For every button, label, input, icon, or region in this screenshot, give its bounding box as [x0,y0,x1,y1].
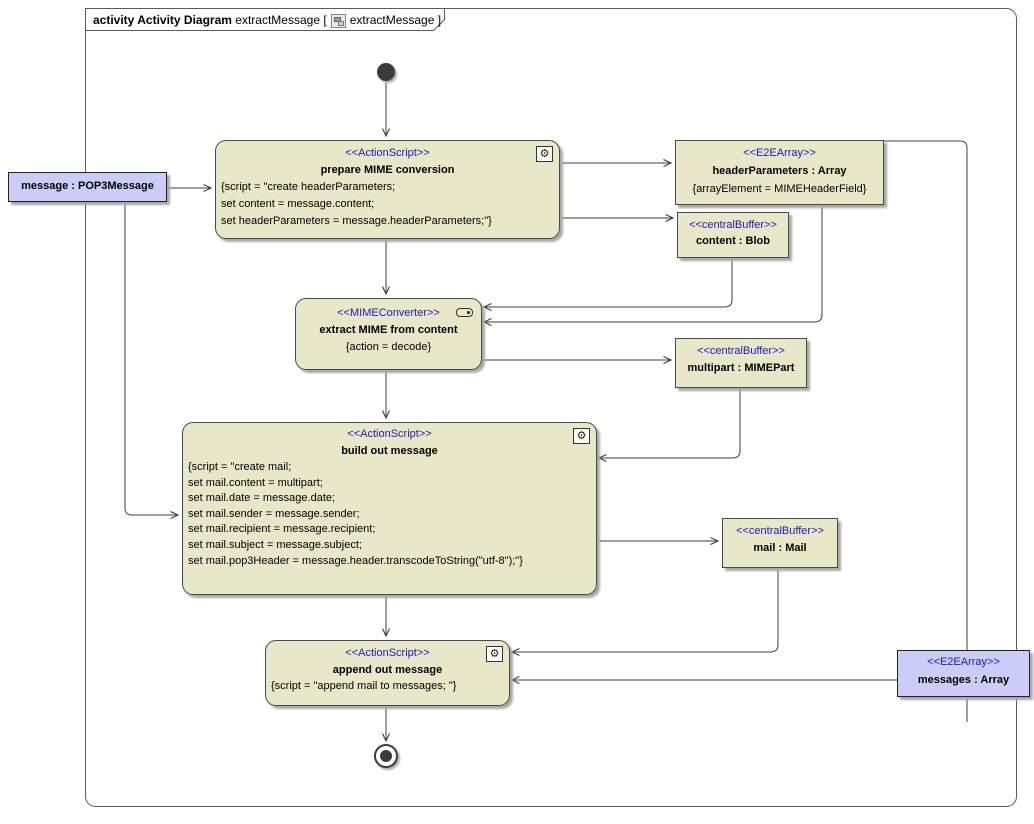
diagram-icon [330,14,346,28]
param-label: message : POP3Message [21,180,154,192]
activity-frame [85,8,1017,807]
constraint-label: {action = decode} [345,341,432,353]
script-line: set mail.date = message.date; [188,492,336,505]
gear-icon: ⚙ [486,646,503,662]
frame-ref-name: extractMessage [349,13,435,27]
action-title: prepare MIME conversion [320,164,455,176]
stereotype-label: <<MIMEConverter>> [337,307,440,319]
constraint-label: {arrayElement = MIMEHeaderField} [692,183,867,195]
frame-open-bracket: [ [323,13,327,27]
script-line: set mail.recipient = message.recipient; [188,523,376,536]
stereotype-label: <<centralBuffer>> [689,219,777,231]
action-title: append out message [332,663,443,676]
frame-title: activity Activity Diagram extractMessage… [93,11,441,29]
action-prepare-mime-conversion[interactable]: ⚙ <<ActionScript>> prepare MIME conversi… [215,140,560,239]
param-title: messages : Array [917,673,1010,686]
script-line: set mail.pop3Header = message.header.tra… [188,554,523,567]
gear-icon: ⚙ [536,146,553,162]
buffer-node-content-blob[interactable]: <<centralBuffer>> content : Blob [677,212,789,258]
stereotype-label: <<centralBuffer>> [697,345,785,357]
object-node-headerparameters[interactable]: <<E2EArray>> headerParameters : Array {a… [675,140,884,205]
action-title: build out message [341,445,438,457]
stereotype-label: <<E2EArray>> [743,147,816,159]
script-line: set content = message.content; [221,198,375,210]
stereotype-label: <<centralBuffer>> [736,525,824,537]
stereotype-label: <<ActionScript>> [345,147,430,159]
frame-diagram-name: extractMessage [235,13,320,27]
edge-headerparameters-to-extract [482,200,823,326]
final-node-dot [380,750,392,762]
buffer-node-multipart-mimepart[interactable]: <<centralBuffer>> multipart : MIMEPart [675,338,807,388]
frame-close-bracket: ] [437,13,442,27]
activity-final-node[interactable] [374,744,398,768]
action-extract-mime-from-content[interactable]: <<MIMEConverter>> extract MIME from cont… [295,298,482,370]
script-line: {script = "create mail; [188,461,292,473]
action-build-out-message[interactable]: ⚙ <<ActionScript>> build out message {sc… [182,422,597,595]
script-line: set mail.content = multipart; [188,476,323,489]
object-title: mail : Mail [753,542,807,554]
stereotype-label: <<ActionScript>> [347,428,432,440]
stereotype-label: <<E2EArray>> [927,656,1000,668]
edge-content-to-extract [482,252,733,311]
action-title: extract MIME from content [319,324,458,336]
script-line: {script = "create headerParameters; [221,181,396,193]
converter-icon [456,308,473,317]
gear-icon: ⚙ [573,428,590,444]
buffer-node-mail[interactable]: <<centralBuffer>> mail : Mail [722,518,838,568]
script-line: set headerParameters = message.headerPar… [221,215,492,227]
param-node-messages-array[interactable]: <<E2EArray>> messages : Array [897,650,1030,697]
stereotype-label: <<ActionScript>> [345,647,430,659]
object-title: content : Blob [696,235,770,247]
script-line: set mail.sender = message.sender; [188,507,360,520]
action-append-out-message[interactable]: ⚙ <<ActionScript>> append out message {s… [265,640,510,706]
edge-multipart-to-build [597,382,741,462]
edge-mail-to-append [510,562,779,656]
script-line: set mail.subject = message.subject; [188,538,362,551]
script-line: {script = "append mail to messages; "} [271,680,457,692]
edge-message-to-build [124,200,180,519]
frame-keyword: activity Activity Diagram [93,13,232,27]
param-node-message-pop3message[interactable]: message : POP3Message [8,172,167,202]
edge-headerparameters-to-messages-rail [884,140,968,722]
frame-title-tab [85,8,445,31]
initial-node[interactable] [377,63,395,81]
object-title: headerParameters : Array [712,165,847,177]
object-title: multipart : MIMEPart [687,362,795,374]
